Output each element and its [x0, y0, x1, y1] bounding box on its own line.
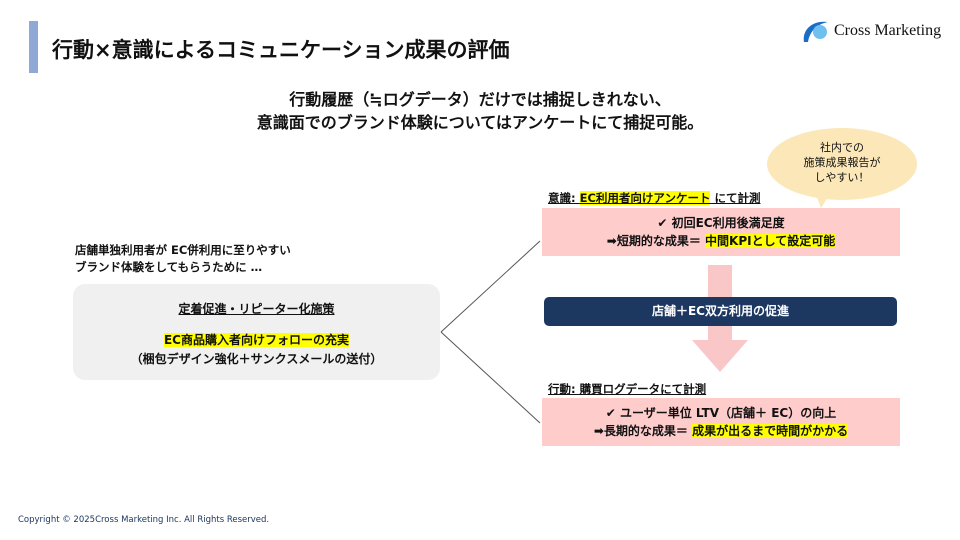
logo: Cross Marketing	[800, 18, 941, 44]
headline: 行動履歴（≒ログデータ）だけでは捕捉しきれない、意識面でのブランド体験については…	[256, 90, 704, 132]
measure-box: 定着促進・リピーター化施策 EC商品購入者向けフォローの充実 （梱包デザイン強化…	[73, 284, 440, 380]
short-term-box: ✔ 初回EC利用後満足度 ➡短期的な成果＝ 中間KPIとして設定可能	[542, 208, 900, 256]
page-title: 行動×意識によるコミュニケーション成果の評価	[52, 38, 510, 62]
footer-copyright: Copyright © 2025Cross Marketing Inc. All…	[18, 515, 270, 525]
long-term-box: ✔ ユーザー単位 LTV（店舗＋ EC）の向上 ➡長期的な成果＝ 成果が出るまで…	[542, 398, 900, 446]
bubble-tail	[815, 192, 831, 208]
behavior-label: 行動: 購買ログデータにて計測	[548, 382, 707, 396]
survey-label: 意識: EC利用者向けアンケート にて計測	[548, 191, 761, 205]
left-intro: 店舗単独利用者が EC併利用に至りやすいブランド体験をしてもらうために …	[75, 243, 291, 274]
title-accent-bar	[29, 21, 38, 73]
logo-icon	[803, 21, 828, 42]
promotion-banner: 店舗＋EC双方利用の促進	[544, 297, 897, 326]
speech-bubble: 社内での施策成果報告がしやすい！	[767, 128, 917, 200]
